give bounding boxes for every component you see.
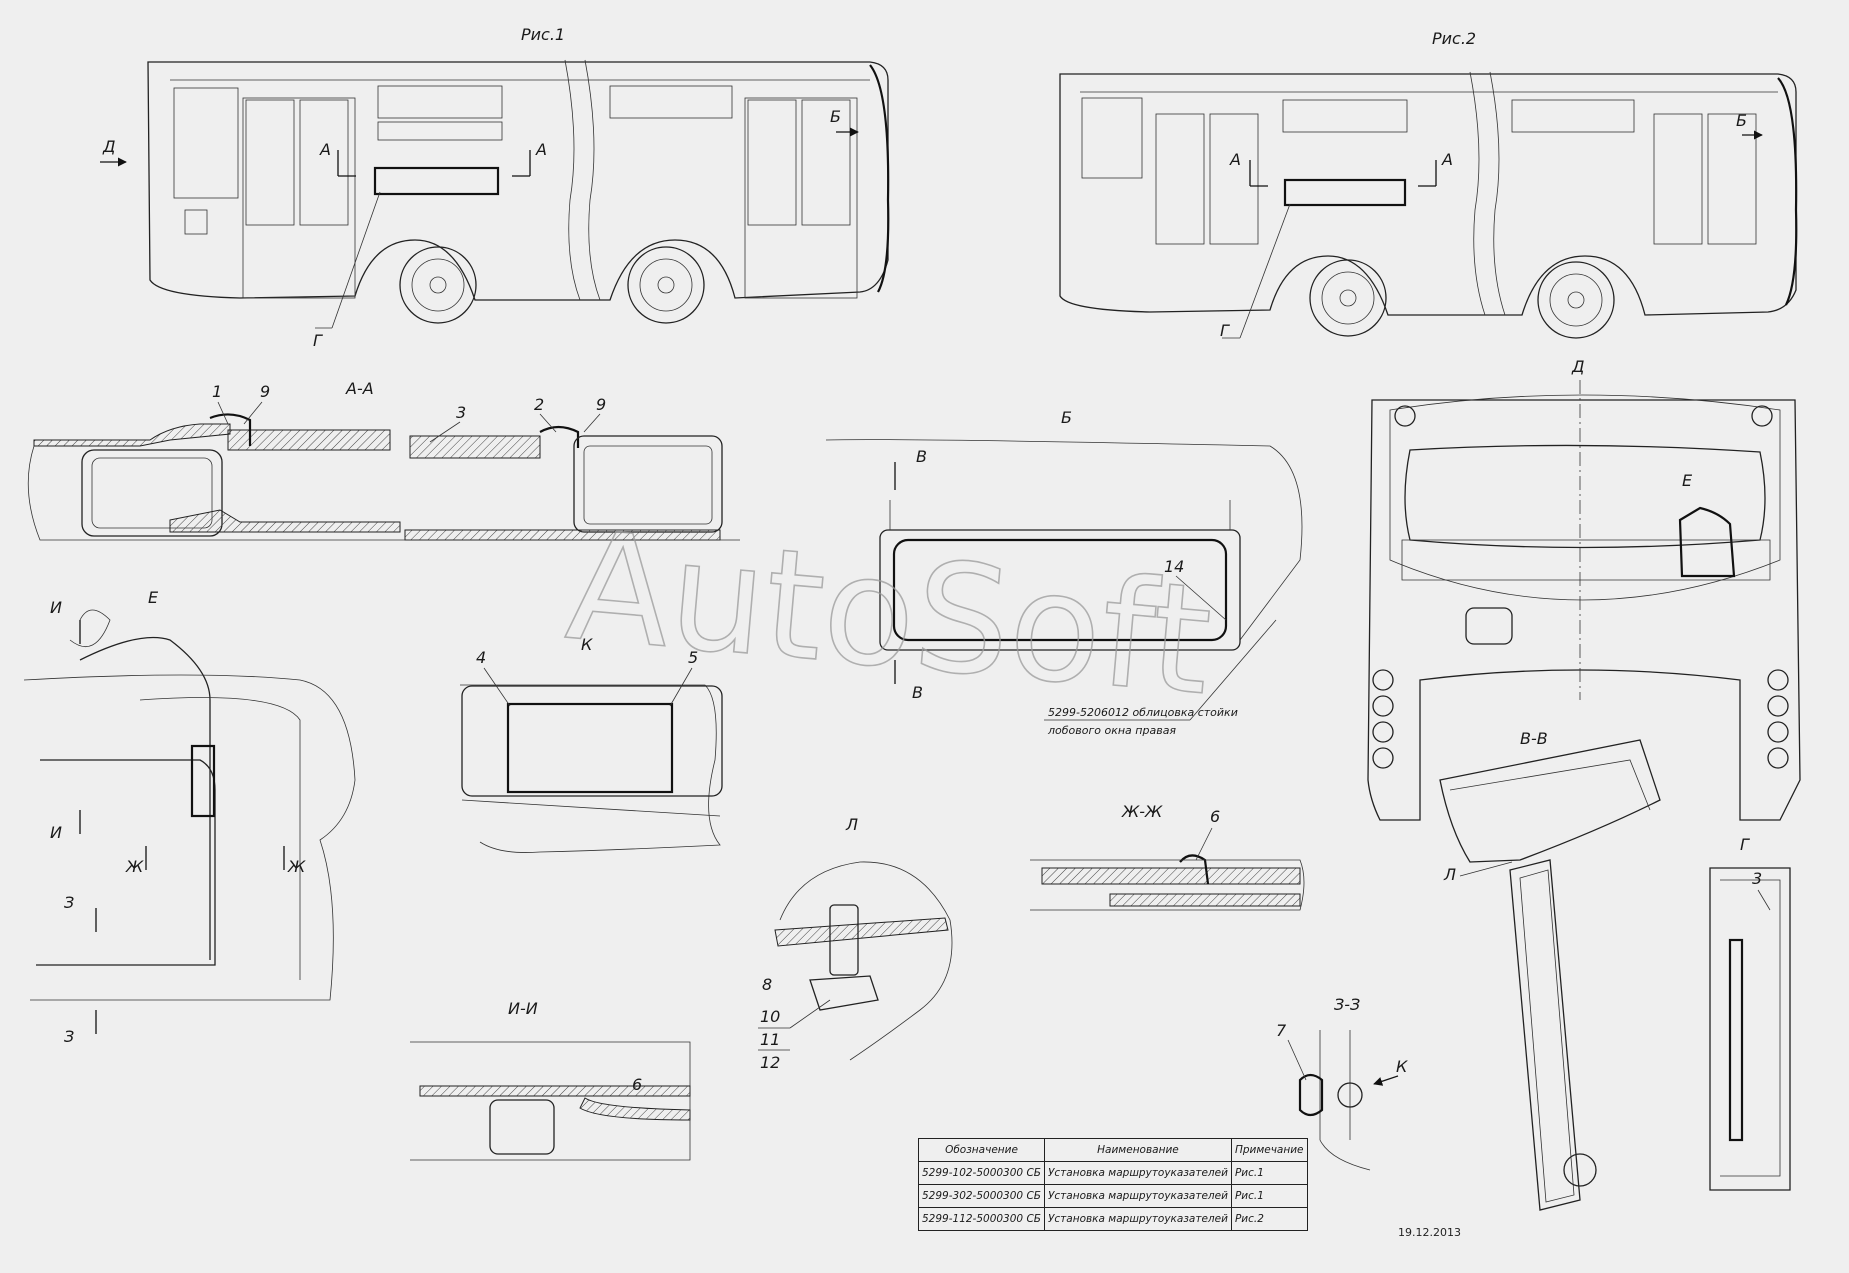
table-header-cell: Наименование — [1043, 1138, 1232, 1162]
callout-2: 2 — [534, 395, 544, 414]
marker-z-bottom: З — [64, 1027, 74, 1046]
bus-side-view-fig2: Рис.2 Б А А Г — [1059, 29, 1798, 340]
table-cell: Рис.1 — [1230, 1184, 1308, 1208]
marker-b-fig2: Б — [1736, 111, 1747, 130]
table-row: 5299-302-5000300 СБ Установка маршрутоук… — [918, 1184, 1308, 1208]
specification-table: Обозначение Наименование Примечание 5299… — [918, 1138, 1308, 1231]
marker-e-view-d: Е — [1682, 471, 1693, 490]
table-header-cell: Обозначение — [918, 1138, 1045, 1162]
table-cell: Установка маршрутоуказателей — [1043, 1161, 1232, 1185]
section-a-a: А-А 1 9 3 2 9 — [27, 379, 740, 541]
section-ii-title: И-И — [508, 999, 538, 1018]
table-header-cell: Примечание — [1230, 1138, 1308, 1162]
callout-11: 11 — [760, 1030, 780, 1049]
marker-v-bottom: В — [912, 683, 923, 702]
table-cell: 5299-102-5000300 СБ — [918, 1161, 1045, 1185]
table-cell: Установка маршрутоуказателей — [1043, 1207, 1232, 1231]
callout-3-g: 3 — [1752, 869, 1762, 888]
marker-k: К — [1396, 1057, 1408, 1076]
view-k-title: К — [581, 635, 593, 654]
table-cell: 5299-302-5000300 СБ — [918, 1184, 1045, 1208]
callout-4: 4 — [476, 648, 486, 667]
watermark: AutoSoft — [561, 499, 1218, 728]
section-zz-title: З-З — [1334, 995, 1360, 1014]
marker-v-top: В — [916, 447, 927, 466]
section-zhzh-title: Ж-Ж — [1121, 802, 1163, 821]
table-row: 5299-102-5000300 СБ Установка маршрутоук… — [918, 1161, 1308, 1185]
section-zh-zh: Ж-Ж 6 — [1030, 802, 1305, 911]
table-header-row: Обозначение Наименование Примечание — [918, 1138, 1308, 1162]
marker-l: Л — [1443, 865, 1456, 884]
marker-zh-right: Ж — [287, 857, 306, 876]
callout-9-left: 9 — [260, 382, 270, 401]
callout-5: 5 — [688, 648, 698, 667]
fig1-title: Рис.1 — [521, 25, 565, 44]
view-l-detail: Л 8 10 11 12 — [758, 815, 953, 1072]
callout-7: 7 — [1276, 1021, 1287, 1040]
view-d-rear: Д Е — [1367, 357, 1801, 821]
view-l-title: Л — [845, 815, 858, 834]
marker-a-fig1-left: А — [319, 140, 331, 159]
bus-side-view-fig1: Рис.1 Д Б А А Г — [100, 25, 890, 350]
callout-12: 12 — [760, 1053, 780, 1072]
table-cell: Рис.2 — [1230, 1207, 1308, 1231]
callout-1: 1 — [212, 382, 222, 401]
callout-6-ii: 6 — [632, 1075, 642, 1094]
marker-a-fig2-left: А — [1229, 150, 1241, 169]
section-vv-title: В-В — [1520, 729, 1548, 748]
marker-a-fig1-right: А — [535, 140, 547, 159]
marker-zh-left: Ж — [125, 857, 144, 876]
section-aa-title: А-А — [345, 379, 374, 398]
callout-6-zhzh: 6 — [1210, 807, 1220, 826]
marker-i-mid: И — [50, 823, 62, 842]
section-i-i: И-И 6 — [410, 999, 691, 1161]
marker-i-top: И — [50, 598, 62, 617]
fig2-title: Рис.2 — [1432, 29, 1476, 48]
marker-b-fig1: Б — [830, 107, 841, 126]
part-note-line1: 5299-5206012 облицовка стойки — [1048, 706, 1238, 719]
drawing-date: 19.12.2013 — [1398, 1226, 1461, 1239]
view-e-corner: Е И И Ж Ж З З — [23, 588, 356, 1046]
view-g-title: Г — [1740, 835, 1750, 854]
section-v-v: В-В Л — [1439, 729, 1661, 1211]
callout-10: 10 — [760, 1007, 780, 1026]
view-b-route-sign: Б В В 14 5299-5206012 облицовка стойки л… — [825, 408, 1303, 737]
marker-g-fig1: Г — [313, 331, 323, 350]
marker-a-fig2-right: А — [1441, 150, 1453, 169]
view-k-sign-frame: К 4 5 — [460, 635, 723, 853]
table-cell: Установка маршрутоуказателей — [1043, 1184, 1232, 1208]
view-e-title: Е — [148, 588, 159, 607]
callout-9-right: 9 — [596, 395, 606, 414]
view-g-side: Г 3 — [1709, 835, 1791, 1191]
view-d-title: Д — [1571, 357, 1585, 376]
callout-3-aa: 3 — [456, 403, 466, 422]
callout-14: 14 — [1164, 557, 1184, 576]
table-cell: Рис.1 — [1230, 1161, 1308, 1185]
part-note-line2: лобового окна правая — [1047, 724, 1176, 737]
marker-g-fig2: Г — [1220, 321, 1230, 340]
callout-8: 8 — [762, 975, 772, 994]
marker-z-mid: З — [64, 893, 74, 912]
table-cell: 5299-112-5000300 СБ — [918, 1207, 1045, 1231]
marker-d-fig1: Д — [102, 137, 116, 156]
section-z-z: З-З 7 К — [1276, 995, 1408, 1171]
view-b-title: Б — [1061, 408, 1072, 427]
table-row: 5299-112-5000300 СБ Установка маршрутоук… — [918, 1207, 1308, 1231]
